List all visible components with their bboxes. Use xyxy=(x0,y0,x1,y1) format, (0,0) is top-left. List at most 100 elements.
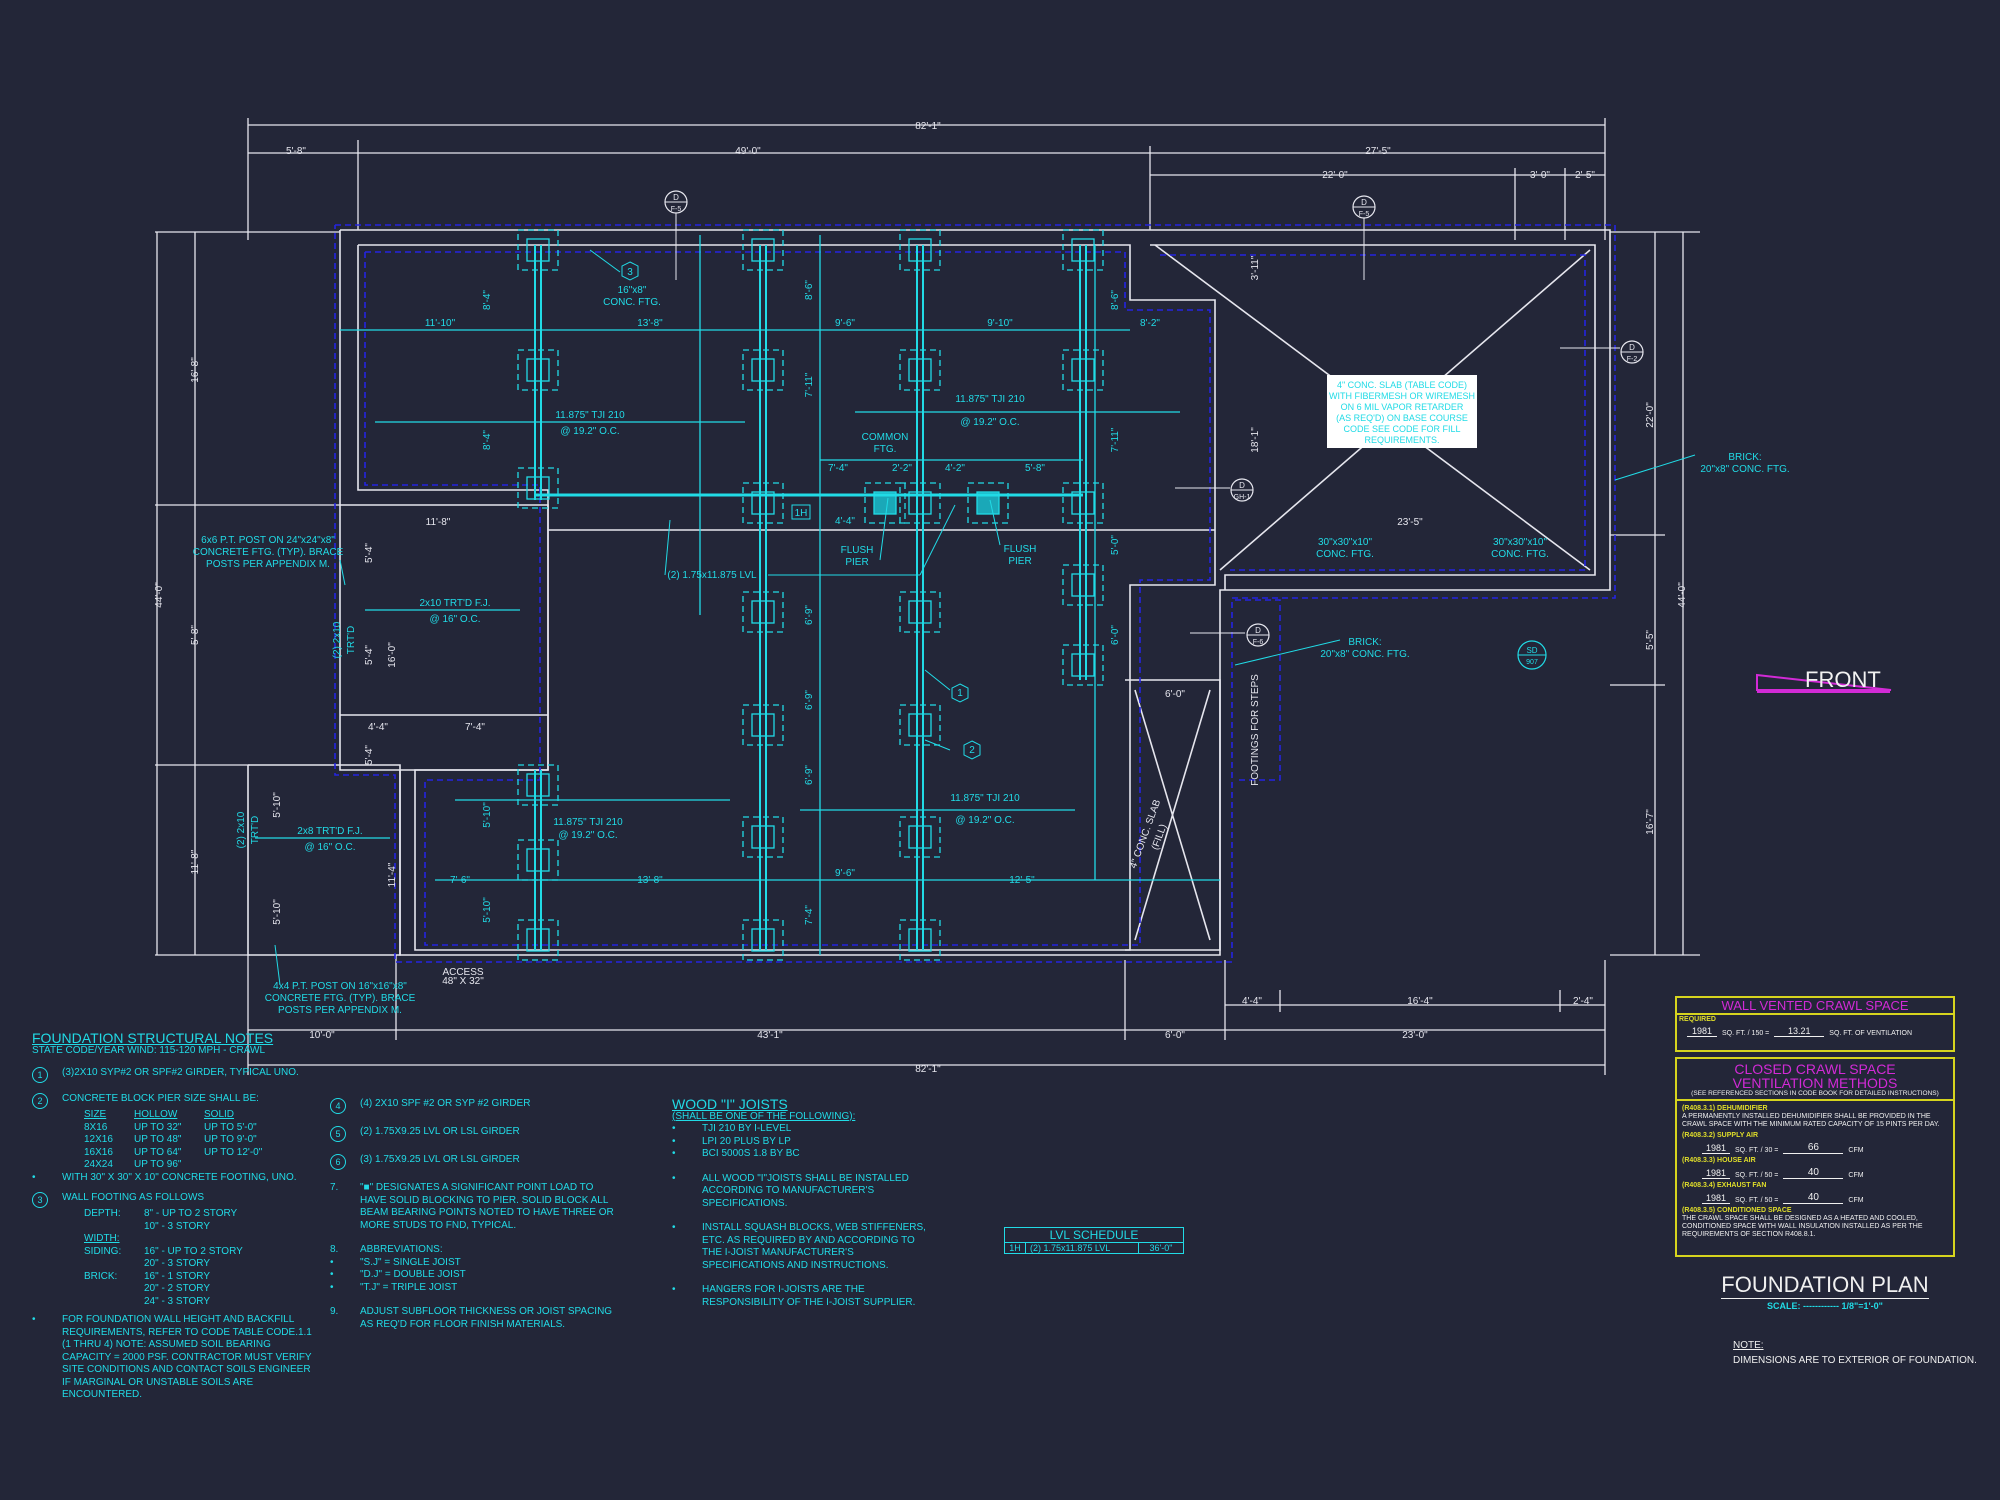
pier-footing xyxy=(517,349,559,391)
section-mark: DF-6 xyxy=(1246,623,1270,647)
dim-wing: 6'-0" xyxy=(1165,689,1185,700)
area-value: 1981 xyxy=(1687,1026,1717,1037)
dim-left: 11'-8" xyxy=(190,849,201,874)
dim-vertical: 8'-6" xyxy=(804,280,815,300)
joist-note: ALL WOOD "I"JOISTS SHALL BE INSTALLED AC… xyxy=(702,1172,909,1209)
table-cell: 16x16 xyxy=(84,1146,113,1158)
note-4: 4(4) 2x10 SPF #2 OR SYP #2 GIRDER xyxy=(330,1098,620,1114)
method-label: (R408.3.2) SUPPLY AIR xyxy=(1682,1132,1758,1139)
label-line: ACCESS xyxy=(442,967,483,978)
dim-bottom-overall: 82'-1" xyxy=(915,1064,941,1075)
dim-wing: 5'-4" xyxy=(364,645,375,665)
tag-3: 3 xyxy=(627,267,633,278)
pier-block xyxy=(751,825,775,849)
pier-block xyxy=(908,238,932,262)
dim-bottom: 10'-0" xyxy=(309,1030,335,1041)
dim-vertical: 7'-11" xyxy=(804,372,815,397)
title-block: FOUNDATION PLAN SCALE: ------------ 1/8"… xyxy=(1700,1272,1950,1311)
lvl-schedule-table: LVL SCHEDULE 1H (2) 1.75x11.875 LVL 36'-… xyxy=(1004,1227,1184,1254)
dim-vertical: 8'-6" xyxy=(1110,290,1121,310)
label-line: POSTS PER APPENDIX M. xyxy=(206,559,330,570)
label-line: 20"x8" CONC. FTG. xyxy=(1700,464,1789,475)
note-text: ADJUST SUBFLOOR THICKNESS OR JOIST SPACI… xyxy=(360,1306,613,1330)
note-1: 1(3)2x10 SYP#2 OR SPF#2 GIRDER, TYPICAL … xyxy=(32,1067,324,1083)
dim-vertical: 6'-9" xyxy=(804,765,815,785)
label-line: @ 19.2" O.C. xyxy=(960,417,1019,428)
pier-footing xyxy=(899,229,941,271)
abbreviation: "T.J" = TRIPLE JOIST xyxy=(360,1281,458,1293)
dim-wing: 16'-0" xyxy=(387,642,398,668)
section-mark: DF-5 xyxy=(664,190,688,214)
section-mark-top: D xyxy=(1239,481,1245,490)
value: 8" - UP TO 2 STORY xyxy=(144,1208,238,1219)
method-label: (R408.3.3) HOUSE AIR xyxy=(1682,1157,1756,1164)
pier-footing xyxy=(967,482,1009,524)
pier-block xyxy=(751,491,775,515)
label-line: COMMON xyxy=(862,432,909,443)
dim-interior: 11'-10" xyxy=(425,318,456,329)
lvl-callout: (2) 1.75x11.875 LVL xyxy=(667,570,757,581)
table-cell: HOLLOW xyxy=(134,1109,178,1120)
dim-vertical: 6'-0" xyxy=(1110,625,1121,645)
label-line: @ 19.2" O.C. xyxy=(560,426,619,437)
dim-bottom: 6'-0" xyxy=(1165,1030,1185,1041)
section-mark-top: D xyxy=(1361,198,1367,207)
slab-note-line: ON 6 MIL VAPOR RETARDER xyxy=(1341,402,1464,412)
dim-bottom: 43'-1" xyxy=(757,1030,783,1041)
label-line: (2) 2x10 xyxy=(332,621,343,658)
table-cell: UP TO 64" xyxy=(134,1146,182,1158)
dim-vertical: 6'-9" xyxy=(804,605,815,625)
table-cell: SOLID xyxy=(204,1109,235,1120)
slab-note-box xyxy=(1327,375,1477,448)
slab-note-line: (AS REQ'D) ON BASE COURSE xyxy=(1336,413,1468,423)
closed-crawl-table: CLOSED CRAWL SPACE VENTILATION METHODS (… xyxy=(1675,1057,1955,1257)
label-line: 2x10 TRT'D F.J. xyxy=(419,598,490,609)
wall-vented-title: WALL VENTED CRAWL SPACE xyxy=(1677,998,1953,1015)
dim-wing: 5'-4" xyxy=(364,543,375,563)
value: 16" - UP TO 2 STORY xyxy=(144,1245,243,1257)
dim-interior: 13'-8" xyxy=(637,318,663,329)
method-text: THE CRAWL SPACE SHALL BE DESIGNED AS A H… xyxy=(1682,1215,1923,1238)
footing-outline xyxy=(334,224,1616,963)
section-mark-top: SD xyxy=(1526,646,1537,655)
lvl-cell: (2) 1.75x11.875 LVL xyxy=(1026,1243,1139,1253)
slab-note-line: WITH FIBERMESH OR WIREMESH xyxy=(1329,391,1475,401)
dim-vertical: 8'-4" xyxy=(482,290,493,310)
dim-wing: 5'-10" xyxy=(272,792,283,818)
pier-block xyxy=(908,491,932,515)
label-line: @ 19.2" O.C. xyxy=(558,830,617,841)
pier-block xyxy=(526,928,550,952)
label: WIDTH: xyxy=(84,1233,120,1244)
dim-top: 22'-0" xyxy=(1322,170,1348,181)
table-cell: 8x16 xyxy=(84,1121,108,1133)
label-line: (2) 2x10 xyxy=(236,811,247,848)
section-mark: D GH-1 xyxy=(1230,478,1254,502)
pier-block xyxy=(1071,238,1095,262)
interior-dimensions: 11'-10" 13'-8" 9'-6" 9'-10" 8'-2" 7'-6" … xyxy=(425,318,1161,886)
area-value: 1981 xyxy=(1702,1143,1730,1154)
section-mark: DF-5 xyxy=(1352,195,1376,219)
note-number: 6 xyxy=(330,1154,346,1170)
table-row: 16x16UP TO 64"UP TO 12'-0" xyxy=(84,1147,324,1160)
cfm-value: 66 xyxy=(1783,1142,1844,1154)
dim-interior: 5'-8" xyxy=(1025,463,1045,474)
pier-footing xyxy=(742,482,784,524)
pier-footings xyxy=(517,229,1104,961)
dim-wing: 5'-4" xyxy=(364,745,375,765)
value: 10" - 3 STORY xyxy=(144,1220,210,1232)
callout-leaders xyxy=(274,249,1696,986)
pier-footing xyxy=(517,764,559,806)
cfm-value: 40 xyxy=(1783,1192,1844,1204)
pier-footing xyxy=(742,919,784,961)
section-mark-bottom: GH-1 xyxy=(1234,494,1251,501)
wing-dimensions: 11'-8" 4'-4" 7'-4" 5'-4" 5'-4" 5'-4" 16'… xyxy=(272,517,1423,925)
pier-block xyxy=(908,713,932,737)
dim-bottom: 4'-4" xyxy=(1242,996,1262,1007)
pier-footing xyxy=(742,229,784,271)
calc-op: SQ. FT. / 150 = xyxy=(1722,1030,1770,1037)
label-line: 30"x30"x10" xyxy=(1493,537,1547,548)
note-7: 7."■" DESIGNATES A SIGNIFICANT POINT LOA… xyxy=(330,1182,620,1232)
dimension-lines xyxy=(155,118,1700,1075)
